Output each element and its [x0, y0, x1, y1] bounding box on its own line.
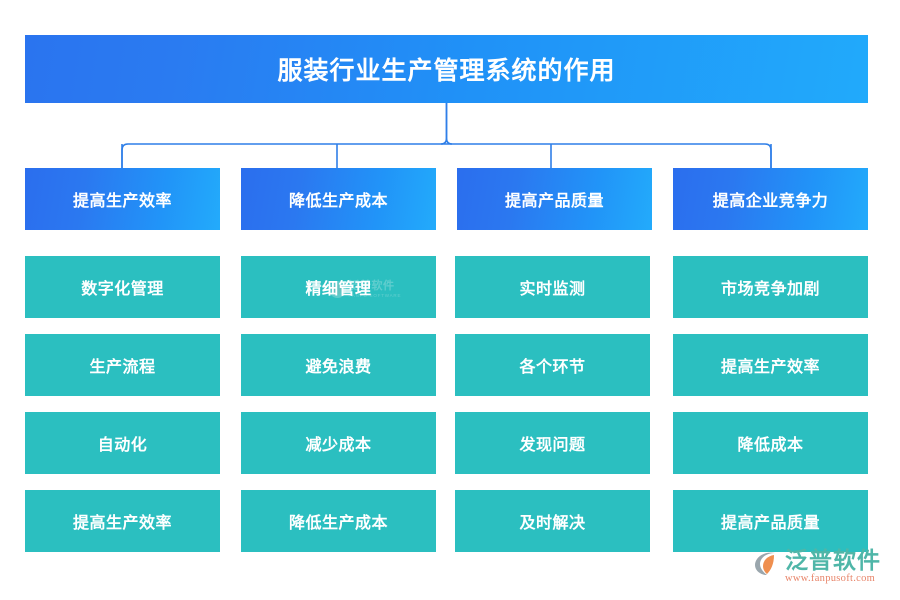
level2-grid: 数字化管理 精细管理 泛普软件 FANPU SOFTWARE 实时监测 市场竞争…	[25, 256, 868, 552]
level2-label-r1c3: 实时监测	[519, 281, 586, 298]
level1-box-2[interactable]: 降低生产成本	[241, 168, 436, 230]
level1-box-3[interactable]: 提高产品质量	[457, 168, 652, 230]
level2-label-r3c3: 发现问题	[519, 437, 586, 454]
level2-row-4: 提高生产效率 降低生产成本 及时解决 提高产品质量	[25, 490, 868, 552]
level2-box-r2c2[interactable]: 避免浪费	[241, 334, 436, 396]
level2-box-r1c4[interactable]: 市场竞争加剧	[673, 256, 868, 318]
level1-box-1[interactable]: 提高生产效率	[25, 168, 220, 230]
logo-website-url: www.fanpusoft.com	[785, 573, 876, 584]
level2-label-r1c2: 精细管理	[305, 281, 372, 298]
level2-label-r2c3: 各个环节	[519, 359, 586, 376]
level2-label-r1c1: 数字化管理	[81, 281, 164, 298]
level2-label-r2c2: 避免浪费	[305, 359, 372, 376]
fanpu-logo-icon	[752, 548, 782, 578]
level2-box-r1c1[interactable]: 数字化管理	[25, 256, 220, 318]
level2-label-r4c1: 提高生产效率	[72, 515, 172, 532]
level1-label-4: 提高企业竞争力	[712, 193, 829, 210]
brand-logo: 泛普软件 www.fanpusoft.com	[752, 548, 881, 585]
level2-box-r2c3[interactable]: 各个环节	[455, 334, 650, 396]
level2-box-r2c1[interactable]: 生产流程	[25, 334, 220, 396]
level2-box-r3c3[interactable]: 发现问题	[455, 412, 650, 474]
level2-row-1: 数字化管理 精细管理 泛普软件 FANPU SOFTWARE 实时监测 市场竞争…	[25, 256, 868, 318]
level1-label-1: 提高生产效率	[72, 193, 172, 210]
page-title: 服装行业生产管理系统的作用	[277, 57, 616, 85]
level2-label-r4c3: 及时解决	[519, 515, 586, 532]
level2-box-r4c4[interactable]: 提高产品质量	[673, 490, 868, 552]
level2-box-r4c1[interactable]: 提高生产效率	[25, 490, 220, 552]
level2-box-r2c4[interactable]: 提高生产效率	[673, 334, 868, 396]
level2-label-r4c4: 提高产品质量	[720, 515, 820, 532]
level2-label-r3c2: 减少成本	[305, 437, 372, 454]
level2-label-r2c1: 生产流程	[89, 359, 156, 376]
level2-box-r4c2[interactable]: 降低生产成本	[241, 490, 436, 552]
level1-label-3: 提高产品质量	[504, 193, 604, 210]
level1-row: 提高生产效率 降低生产成本 提高产品质量 提高企业竞争力	[25, 168, 868, 230]
level2-row-2: 生产流程 避免浪费 各个环节 提高生产效率	[25, 334, 868, 396]
level2-box-r1c2[interactable]: 精细管理 泛普软件 FANPU SOFTWARE	[241, 256, 436, 318]
level1-box-4[interactable]: 提高企业竞争力	[673, 168, 868, 230]
level2-box-r4c3[interactable]: 及时解决	[455, 490, 650, 552]
level2-label-r2c4: 提高生产效率	[720, 359, 820, 376]
level2-label-r1c4: 市场竞争加剧	[720, 281, 820, 298]
level2-box-r3c4[interactable]: 降低成本	[673, 412, 868, 474]
level2-label-r3c4: 降低成本	[737, 437, 804, 454]
level2-box-r1c3[interactable]: 实时监测	[455, 256, 650, 318]
level2-label-r4c2: 降低生产成本	[288, 515, 388, 532]
level2-label-r3c1: 自动化	[97, 437, 148, 454]
level2-box-r3c2[interactable]: 减少成本	[241, 412, 436, 474]
level1-label-2: 降低生产成本	[288, 193, 388, 210]
level2-box-r3c1[interactable]: 自动化	[25, 412, 220, 474]
logo-company-name: 泛普软件	[785, 547, 881, 573]
diagram-title-banner: 服装行业生产管理系统的作用	[25, 35, 868, 103]
level2-row-3: 自动化 减少成本 发现问题 降低成本	[25, 412, 868, 474]
